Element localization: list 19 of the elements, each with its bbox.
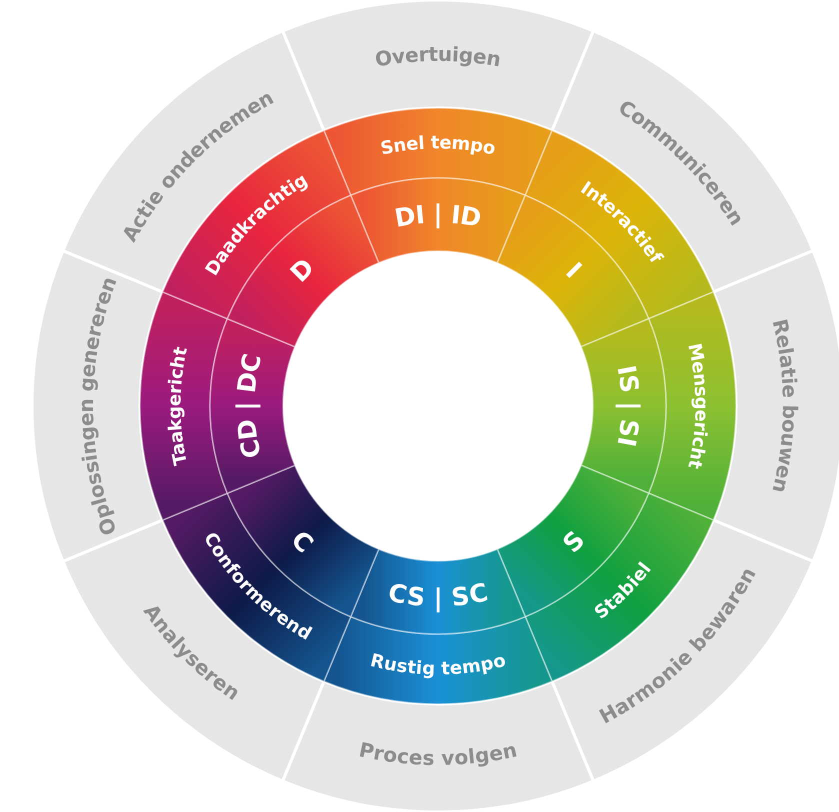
ring-segment [210, 318, 296, 494]
segment-label: IS | SI [612, 363, 644, 449]
segment-label: DI | ID [392, 200, 484, 233]
segment-label: Snel tempo [378, 132, 498, 160]
ring-segment [350, 178, 526, 264]
ring-segment [323, 616, 553, 704]
segment-label: Proces volgen [357, 737, 519, 770]
ring-segment [323, 108, 553, 196]
ring-segment [350, 548, 526, 634]
ring-segment [580, 318, 666, 494]
ring-segment [496, 464, 650, 618]
ring-segment [140, 291, 228, 521]
segment-label: CD | DC [232, 350, 268, 462]
segment-label: I [560, 256, 588, 284]
ring-segment [648, 291, 736, 521]
segment-label: Overtuigen [373, 42, 503, 72]
segment-label: Rustig tempo [368, 650, 508, 680]
segment-label: CS | SC [386, 578, 490, 612]
segment-label: S [557, 525, 590, 558]
